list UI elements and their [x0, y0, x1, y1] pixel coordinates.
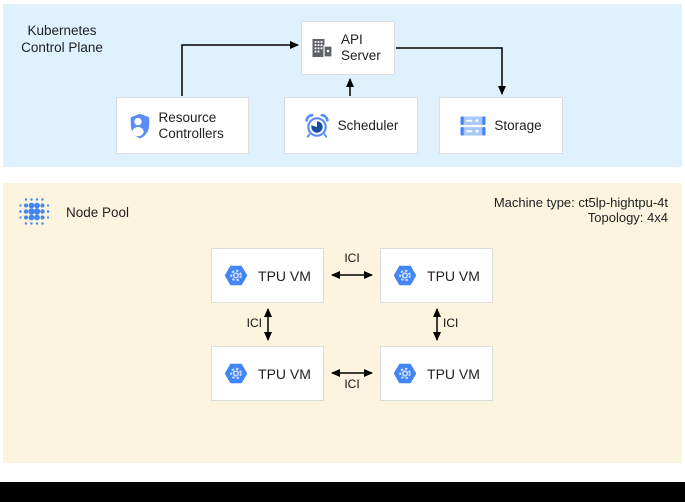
tpu-vm-label: TPU VM [258, 267, 311, 284]
scheduler-node: Scheduler [284, 97, 418, 154]
hexagon-gear-icon [393, 265, 417, 286]
ici-link-label-bottom: ICI [344, 377, 360, 391]
tpu-vm-label: TPU VM [258, 365, 311, 382]
machine-type-text: Machine type: ct5lp-hightpu-4t [493, 195, 668, 210]
machine-info: Machine type: ct5lp-hightpu-4t Topology:… [494, 195, 668, 225]
bottom-black-bar [0, 482, 685, 502]
tpu-vm-label: TPU VM [427, 365, 480, 382]
resource-controllers-label: Resource Controllers [158, 109, 224, 141]
node-pool-panel [3, 183, 682, 463]
dot-cluster-icon [15, 196, 53, 227]
ici-link-label-left: ICI [246, 316, 262, 330]
hexagon-gear-icon [224, 363, 248, 384]
storage-label: Storage [494, 117, 542, 133]
topology-text: Topology: 4x4 [587, 210, 668, 225]
server-stack-icon [460, 116, 486, 136]
scheduler-label: Scheduler [337, 117, 399, 133]
tpu-vm-label: TPU VM [427, 267, 480, 284]
tpu-vm-node-top-left: TPU VM [211, 248, 324, 303]
tpu-vm-node-top-right: TPU VM [380, 248, 493, 303]
ici-link-label-top: ICI [344, 251, 360, 265]
storage-node: Storage [439, 97, 563, 154]
hexagon-gear-icon [393, 363, 417, 384]
building-icon [311, 37, 333, 59]
ici-link-label-right: ICI [443, 316, 459, 330]
resource-controllers-node: Resource Controllers [116, 97, 249, 154]
alarm-clock-icon [304, 113, 330, 139]
control-plane-title: Kubernetes Control Plane [21, 23, 103, 55]
api-server-label: API Server [341, 32, 381, 63]
tpu-vm-node-bottom-right: TPU VM [380, 346, 493, 401]
api-server-node: API Server [301, 21, 395, 75]
node-pool-title: Node Pool [66, 205, 130, 220]
hexagon-gear-icon [224, 265, 248, 286]
shield-user-icon [129, 113, 151, 139]
tpu-vm-node-bottom-left: TPU VM [211, 346, 324, 401]
